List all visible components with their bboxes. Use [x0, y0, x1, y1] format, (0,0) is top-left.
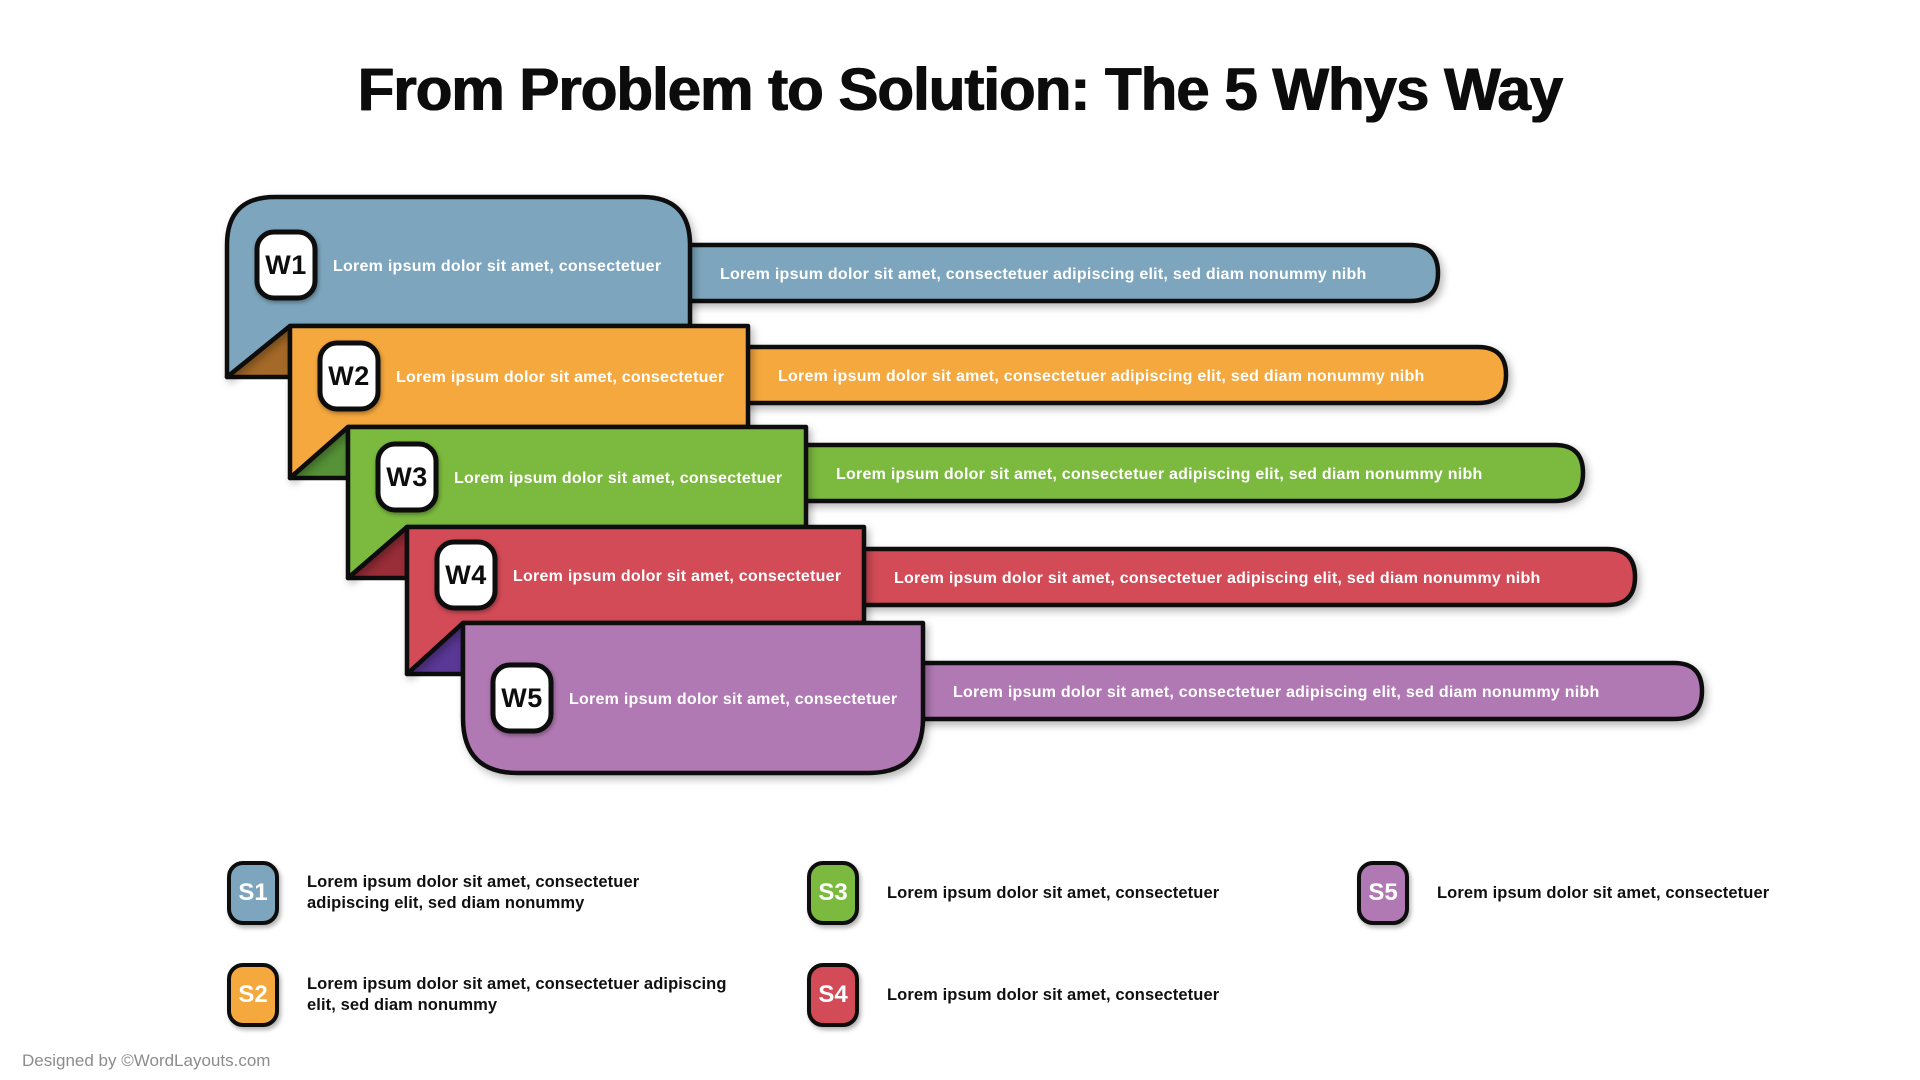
why2-badge: [317, 340, 381, 412]
why3-card-text: Lorem ipsum dolor sit amet, consectetuer: [454, 470, 782, 487]
why4-bar-text: Lorem ipsum dolor sit amet, consectetuer…: [894, 570, 1541, 587]
legend-item-s4: S4 Lorem ipsum dolor sit amet, consectet…: [807, 963, 1219, 1027]
why-cards: [224, 194, 926, 776]
legend-text-s3-line1: Lorem ipsum dolor sit amet, consectetuer: [887, 883, 1220, 902]
why5-badge: [490, 662, 554, 734]
why-bar-texts: Lorem ipsum dolor sit amet, consectetuer…: [720, 266, 1600, 701]
legend-text-s4: Lorem ipsum dolor sit amet, consectetuer: [887, 985, 1219, 1006]
legend-text-s1-line1: Lorem ipsum dolor sit amet, consectetuer: [307, 873, 640, 891]
why5-bar-text: Lorem ipsum dolor sit amet, consectetuer…: [953, 684, 1600, 701]
why1-badge: [254, 229, 318, 301]
legend-badge-s2-label: S2: [238, 981, 268, 1008]
why1-bar-text: Lorem ipsum dolor sit amet, consectetuer…: [720, 266, 1367, 283]
legend-text-s5: Lorem ipsum dolor sit amet, consectetuer: [1437, 883, 1769, 904]
legend-badge-s5: S5: [1357, 861, 1409, 925]
legend-badge-s4-label: S4: [818, 981, 848, 1008]
legend-badge-s2: S2: [227, 963, 279, 1027]
legend-text-s4-line1: Lorem ipsum dolor sit amet, consectetuer: [887, 985, 1220, 1004]
why-card-texts: Lorem ipsum dolor sit amet, consectetuer…: [333, 258, 897, 708]
why1-card: [224, 194, 693, 380]
legend-text-s2: Lorem ipsum dolor sit amet, consectetuer…: [307, 974, 727, 1016]
page-title: From Problem to Solution: The 5 Whys Way: [357, 56, 1564, 123]
credit-text: Designed by ©WordLayouts.com: [22, 1051, 271, 1070]
why4-bar: [821, 546, 1638, 608]
why5-badge-label: W5: [501, 683, 543, 713]
why2-bar-text: Lorem ipsum dolor sit amet, consectetuer…: [778, 368, 1425, 385]
legend-text-s1-line2: adipiscing elit, sed diam nonummy: [307, 894, 585, 912]
legend-item-s5: S5 Lorem ipsum dolor sit amet, consectet…: [1357, 861, 1769, 925]
legend-text-s2-line1: Lorem ipsum dolor sit amet, consectetuer…: [307, 975, 727, 993]
legend-badge-s1-label: S1: [238, 879, 268, 906]
why4-badge: [434, 539, 498, 611]
why2-card-text: Lorem ipsum dolor sit amet, consectetuer: [396, 369, 724, 386]
why5-card-text: Lorem ipsum dolor sit amet, consectetuer: [569, 691, 897, 708]
legend-badge-s4: S4: [807, 963, 859, 1027]
why-bars: [647, 242, 1705, 722]
legend-item-s3: S3 Lorem ipsum dolor sit amet, consectet…: [807, 861, 1219, 925]
why3-badge-label: W3: [386, 462, 428, 492]
why2-badge-label: W2: [328, 361, 370, 391]
why3-bar-text: Lorem ipsum dolor sit amet, consectetuer…: [836, 466, 1483, 483]
legend-text-s5-line1: Lorem ipsum dolor sit amet, consectetuer: [1437, 883, 1770, 902]
why5-bar: [880, 660, 1705, 722]
legend-badge-s1: S1: [227, 861, 279, 925]
legend-text-s1: Lorem ipsum dolor sit amet, consectetuer…: [307, 872, 639, 914]
legend-badge-s5-label: S5: [1368, 879, 1398, 906]
why1-bar: [647, 242, 1441, 304]
why5-card: [460, 620, 926, 776]
why-badges: W1 W2 W3 W4 W5: [254, 229, 554, 734]
legend-badge-s3: S3: [807, 861, 859, 925]
why4-card-text: Lorem ipsum dolor sit amet, consectetuer: [513, 568, 841, 585]
legend-badge-s3-label: S3: [818, 879, 848, 906]
legend-text-s2-line2: elit, sed diam nonummy: [307, 996, 498, 1014]
legend-item-s2: S2 Lorem ipsum dolor sit amet, consectet…: [227, 963, 727, 1027]
why3-badge: [375, 441, 439, 513]
why1-badge-label: W1: [265, 250, 307, 280]
legend-text-s3: Lorem ipsum dolor sit amet, consectetuer: [887, 883, 1219, 904]
why3-bar: [763, 442, 1586, 504]
legend-item-s1: S1 Lorem ipsum dolor sit amet, consectet…: [227, 861, 639, 925]
why1-card-text: Lorem ipsum dolor sit amet, consectetuer: [333, 258, 661, 275]
why2-bar: [705, 344, 1509, 406]
why4-badge-label: W4: [445, 560, 487, 590]
